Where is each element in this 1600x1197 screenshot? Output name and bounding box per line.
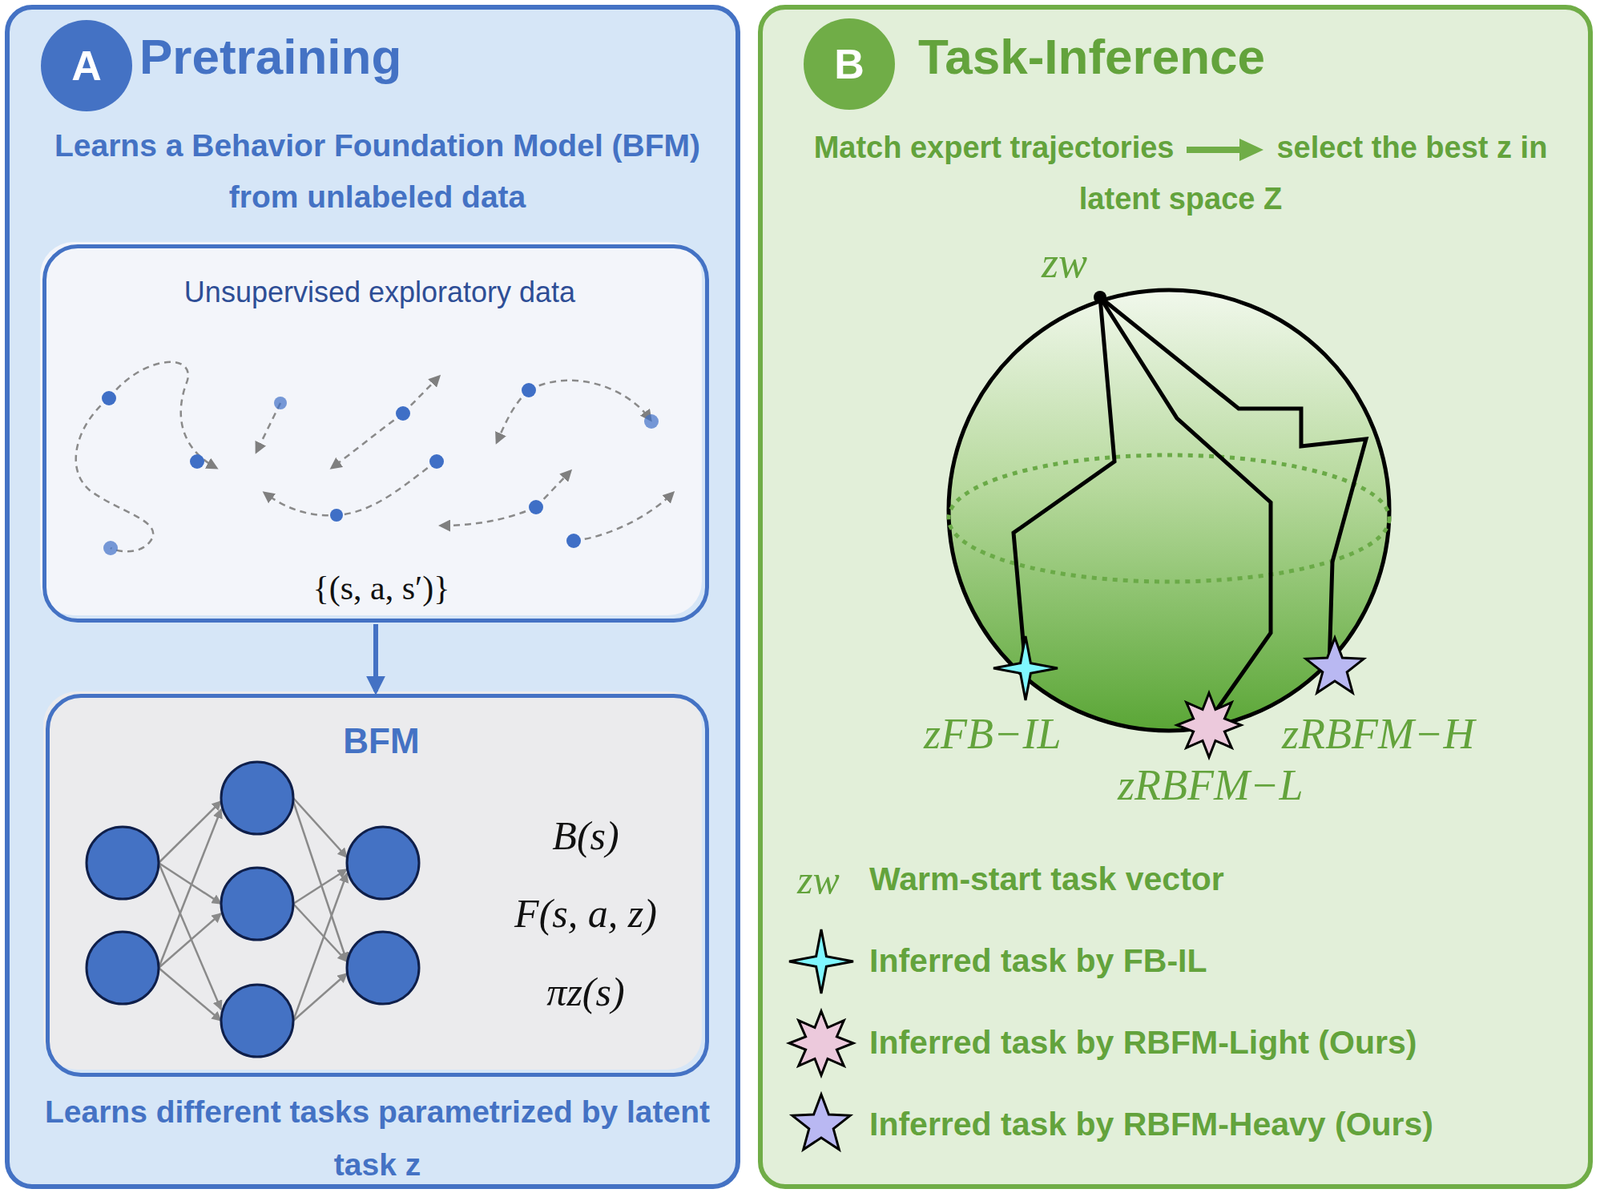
panel: Task-InferenceMatch expert trajectoriess… bbox=[757, 4, 1593, 1189]
legend-sample bbox=[785, 1007, 858, 1080]
drawing-part bbox=[158, 809, 222, 968]
drawing-part bbox=[293, 869, 347, 904]
latent-label: zw bbox=[1041, 237, 1088, 290]
task-star bbox=[993, 636, 1058, 701]
warm-start-dot bbox=[1093, 290, 1107, 304]
drawing-part bbox=[1100, 297, 1367, 669]
panel: PretrainingLearns a Behavior Foundation … bbox=[4, 4, 741, 1189]
drawing-part bbox=[158, 913, 222, 968]
box-title: Unsupervised exploratory data bbox=[126, 271, 633, 313]
drawing-part bbox=[108, 362, 217, 468]
badge-letter: B bbox=[803, 39, 895, 89]
data-box: Unsupervised exploratory data {(s, a, s′)… bbox=[42, 244, 710, 623]
drawing-part bbox=[760, 7, 1591, 1187]
legend-text: Inferred task by RBFM-Heavy (Ours) bbox=[869, 1104, 1583, 1145]
trajectories bbox=[76, 362, 674, 552]
legend-star bbox=[792, 1094, 851, 1150]
drawing-part bbox=[7, 7, 738, 1187]
drawing-part bbox=[528, 499, 544, 515]
math-text: B(s) bbox=[457, 811, 714, 860]
drawing-part bbox=[189, 454, 205, 469]
drawing-part bbox=[101, 390, 117, 406]
search-paths bbox=[1013, 297, 1367, 720]
legend-star bbox=[789, 929, 854, 994]
drawing-part bbox=[103, 540, 118, 556]
drawing-part bbox=[330, 508, 343, 522]
legend-sample bbox=[785, 1088, 858, 1161]
drawing-part bbox=[256, 403, 281, 452]
task-star bbox=[1305, 637, 1364, 694]
drawing-part bbox=[440, 507, 537, 526]
legend-sample bbox=[785, 925, 858, 998]
legend-text: Inferred task by RBFM-Light (Ours) bbox=[869, 1023, 1583, 1063]
panel-subtitle: Match expert trajectories bbox=[814, 130, 1175, 165]
legend-star bbox=[789, 1011, 854, 1076]
math-text: {(s, a, s′)} bbox=[221, 568, 542, 609]
latent-label: zRBFM−H bbox=[1281, 708, 1475, 761]
drawing-part bbox=[40, 241, 702, 616]
panel-subtitle: Learns a Behavior Foundation Model (BFM)… bbox=[32, 120, 722, 223]
trajectory-points bbox=[101, 382, 659, 556]
panel-title: Task-Inference bbox=[918, 27, 1266, 87]
drawing-part bbox=[86, 826, 159, 899]
badge-circle: A bbox=[40, 20, 133, 112]
drawing-part bbox=[573, 492, 674, 541]
flow-arrow bbox=[373, 624, 379, 692]
drawing-part bbox=[566, 533, 581, 549]
badge-letter: A bbox=[40, 40, 133, 91]
drawing-part bbox=[429, 454, 444, 469]
flow-arrow bbox=[1184, 137, 1266, 162]
drawing-part bbox=[644, 414, 659, 429]
drawing-part bbox=[293, 801, 347, 962]
drawing-part bbox=[331, 413, 404, 468]
legend-text: Warm-start task vector bbox=[869, 859, 1583, 899]
drawing-part bbox=[1186, 146, 1245, 154]
drawing-part bbox=[293, 873, 347, 1021]
drawing-part bbox=[221, 867, 294, 940]
drawing-part bbox=[521, 382, 537, 398]
drawing-part bbox=[274, 396, 287, 410]
drawing-part bbox=[1100, 297, 1271, 720]
math-text: F(s, a, z) bbox=[457, 889, 714, 938]
drawing-part bbox=[528, 380, 651, 420]
drawing-part bbox=[158, 862, 222, 1010]
drawing-part bbox=[293, 973, 347, 1021]
drawing-part bbox=[293, 903, 347, 962]
drawing-part bbox=[221, 984, 294, 1057]
drawing-part bbox=[158, 967, 222, 1021]
drawing-part bbox=[221, 761, 294, 835]
panel-footer: Learns different tasks parametrized by l… bbox=[32, 1085, 722, 1192]
latent-sphere bbox=[948, 290, 1390, 731]
model-box: BFMB(s)F(s, a, z)πz(s) bbox=[45, 693, 710, 1077]
legend-text: Inferred task by FB-IL bbox=[869, 941, 1583, 981]
badge-circle: B bbox=[803, 18, 895, 110]
drawing-part bbox=[403, 376, 440, 414]
drawing-part bbox=[1013, 297, 1115, 669]
box-title: BFM bbox=[221, 720, 542, 763]
drawing-part bbox=[346, 826, 420, 899]
panel-title: Pretraining bbox=[139, 27, 402, 87]
drawing-part bbox=[264, 461, 437, 516]
drawing-part bbox=[346, 931, 420, 1004]
network-neurons bbox=[86, 761, 420, 1057]
latent-label: zFB−IL bbox=[923, 708, 1061, 761]
drawing-part bbox=[86, 931, 159, 1004]
drawing-part bbox=[496, 390, 529, 443]
drawing-part bbox=[76, 398, 154, 552]
math-text: πz(s) bbox=[457, 967, 714, 1016]
subtitle-line: Match expert trajectoriesselect the best… bbox=[773, 121, 1588, 225]
drawing-part bbox=[1239, 138, 1264, 162]
legend-symbol: zw bbox=[797, 855, 840, 904]
drawing-part bbox=[536, 471, 571, 508]
latent-label: zRBFM−L bbox=[1117, 759, 1303, 812]
drawing-part bbox=[395, 406, 411, 421]
task-star bbox=[1176, 693, 1242, 758]
